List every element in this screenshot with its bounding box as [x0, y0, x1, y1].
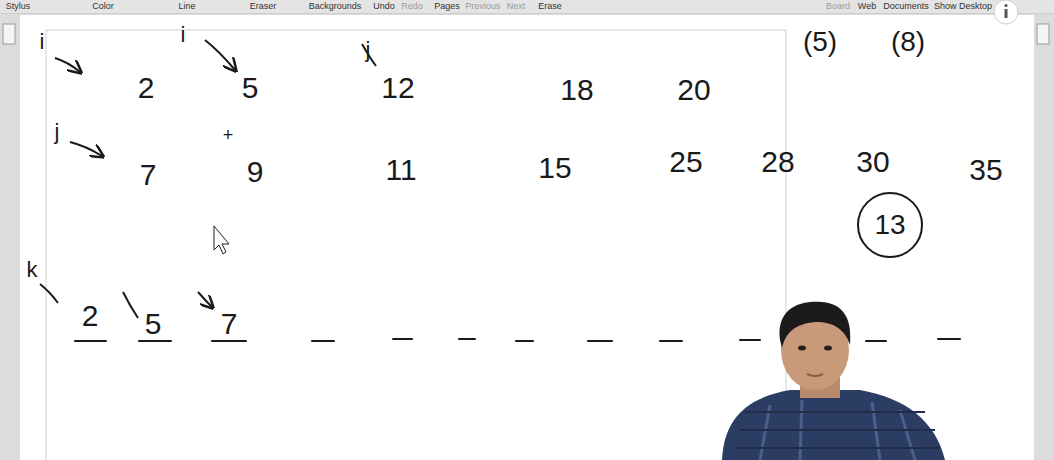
pointer-arrow: [205, 40, 235, 70]
toolbar-item: Web: [858, 2, 876, 11]
count-note: (5): [803, 28, 837, 56]
pointer-arrow: [70, 142, 102, 156]
page-frame: [46, 30, 786, 460]
toolbar-item: Next: [507, 2, 526, 11]
toolbar-item: Previous: [465, 2, 500, 11]
info-icon: [994, 0, 1018, 24]
array-value: 20: [677, 75, 710, 105]
side-panel: [1034, 15, 1054, 460]
array-value: 28: [761, 147, 794, 177]
circled-value: 13: [857, 192, 923, 258]
array-value: 35: [969, 155, 1002, 185]
pointer-name: i: [40, 31, 45, 53]
array-value: 2: [138, 73, 155, 103]
pointer-name: j: [55, 121, 60, 143]
pointer-arrow: [55, 58, 80, 72]
toolbar-border: [0, 14, 1054, 15]
pointer-arrow: [123, 292, 138, 318]
side-button: [3, 24, 15, 44]
pointer-name: i: [181, 24, 186, 46]
array-value: 11: [385, 155, 416, 185]
pointer-arrow: [40, 284, 58, 303]
merged-value: 2: [82, 301, 99, 331]
mouse-cursor: [214, 226, 229, 254]
toolbar-item: Undo: [373, 2, 395, 11]
array-value: 15: [538, 153, 571, 183]
toolbar-item: Show Desktop: [934, 2, 992, 11]
pointer-name: k: [27, 259, 38, 281]
info-icon: [1004, 4, 1007, 7]
info-icon: [1005, 9, 1008, 18]
array-value: 7: [140, 160, 157, 190]
mark: +: [223, 126, 234, 144]
toolbar-item: Redo: [401, 2, 423, 11]
side-panel: [0, 15, 20, 460]
pointer-name: j: [366, 39, 371, 61]
toolbar-item: Line: [178, 2, 195, 11]
toolbar-item: Color: [92, 2, 114, 11]
toolbar-item: Pages: [434, 2, 460, 11]
array-value: 18: [560, 75, 593, 105]
array-value: 25: [669, 147, 702, 177]
toolbar-item: Erase: [538, 2, 562, 11]
toolbar-item: Documents: [883, 2, 929, 11]
merged-value: 7: [221, 309, 238, 339]
value-text: 13: [874, 211, 905, 239]
toolbar-item: Eraser: [250, 2, 277, 11]
array-value: 5: [242, 73, 259, 103]
pointer-arrow: [198, 292, 212, 307]
presenter: [722, 302, 945, 460]
toolbar-item: Stylus: [6, 2, 31, 11]
array-value: 30: [856, 147, 889, 177]
toolbar-item: Board: [826, 2, 850, 11]
array-value: 9: [247, 157, 264, 187]
toolbar-item: Backgrounds: [309, 2, 362, 11]
merged-value: 5: [145, 309, 162, 339]
count-note: (8): [891, 28, 925, 56]
array-value: 12: [381, 73, 414, 103]
side-button: [1037, 24, 1049, 44]
toolbar: [0, 0, 1054, 14]
